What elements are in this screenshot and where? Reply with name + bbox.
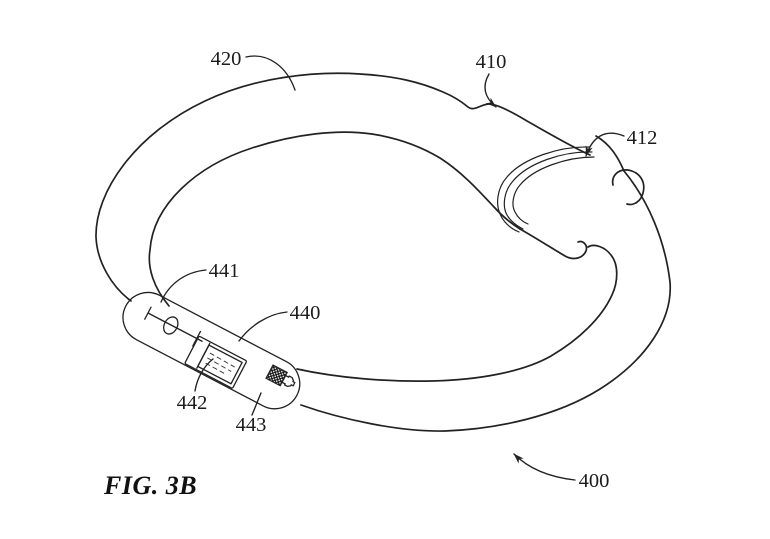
- ref-label-442: 442: [177, 392, 208, 414]
- gate-seam-line-outer: [497, 146, 591, 233]
- band-outer-edge: [95, 72, 591, 302]
- leader-410: [484, 73, 497, 108]
- ref-label-441: 441: [209, 260, 240, 282]
- connector-plug: [281, 374, 296, 388]
- display-text-line-3: [205, 362, 227, 375]
- band-inner-bottom-edge: [296, 244, 618, 382]
- leader-441: [160, 269, 207, 303]
- hook-head-outer-edge: [595, 135, 625, 172]
- display-text-line-2: [207, 357, 232, 372]
- display-screen: [197, 344, 243, 385]
- ref-label-420: 420: [211, 48, 242, 70]
- slider-tick-left: [144, 306, 152, 320]
- ref-label-410: 410: [476, 51, 507, 73]
- gate-seam-line-middle: [503, 151, 593, 230]
- leader-442: [194, 358, 214, 392]
- slider-control: [144, 306, 203, 347]
- leader-412: [585, 132, 625, 157]
- band-drawing: [95, 72, 671, 432]
- reference-labels: 420 410 412 441 440 442 443 400: [177, 48, 658, 492]
- band-inner-edge: [148, 131, 521, 307]
- leader-440: [238, 311, 288, 342]
- module-housing-outline: [122, 291, 301, 410]
- connector-port: [265, 364, 296, 388]
- ref-label-440: 440: [290, 302, 321, 324]
- display-window: [184, 335, 247, 389]
- gate-seam-line-inner: [512, 156, 595, 225]
- module-drawing: [122, 291, 301, 410]
- slider-knob: [163, 316, 179, 335]
- hook-opening-edge: [519, 228, 588, 260]
- slider-track: [147, 312, 203, 342]
- figure-caption: FIG. 3B: [103, 471, 197, 500]
- leader-400: [513, 453, 576, 481]
- display-outer-frame: [184, 335, 247, 389]
- display-text-line-1: [209, 352, 235, 368]
- slider-tick-right: [192, 330, 202, 347]
- ref-label-412: 412: [627, 127, 658, 149]
- leader-443: [251, 392, 262, 416]
- hook-tip-curl: [611, 169, 645, 206]
- ref-label-443: 443: [236, 414, 267, 436]
- band-outer-right-bottom-edge: [300, 170, 671, 432]
- leader-420: [245, 55, 296, 91]
- ref-label-400: 400: [579, 470, 610, 492]
- leader-lines: [160, 55, 625, 481]
